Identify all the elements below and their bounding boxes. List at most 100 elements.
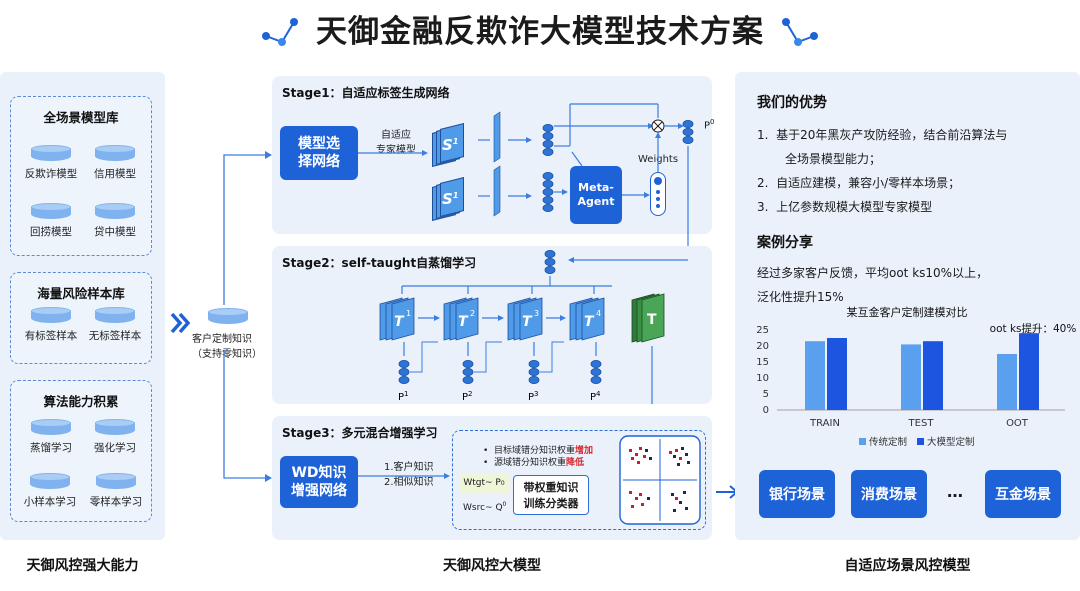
classifier-line: 训练分类器 — [523, 497, 579, 510]
bar-train-2 — [827, 338, 847, 410]
knowledge-item: 1.客户知识 — [384, 462, 434, 473]
customer-knowledge-line1: 客户定制知识 — [192, 334, 252, 345]
meta-agent-box[interactable]: Meta- Agent — [570, 166, 622, 224]
right-caption: 自适应场景风控模型 — [844, 558, 971, 574]
teacher-blocks: T 1 T 2 T 3 T 4 T — [379, 293, 665, 343]
teacher-label-1: T — [394, 314, 405, 330]
knowledge-connector — [223, 151, 272, 482]
bar-oot-1 — [997, 354, 1017, 410]
legend-swatch — [859, 438, 866, 445]
customer-knowledge-line2: （支持零知识） — [192, 349, 262, 360]
more-scenes-ellipsis: … — [947, 482, 963, 501]
p0-label: P0 — [704, 118, 715, 132]
distribution-scatter — [619, 435, 701, 525]
database-icon — [31, 203, 71, 221]
db-label: 有标签样本 — [24, 330, 78, 342]
x-tick-label: OOT — [1006, 418, 1029, 429]
p4-label: P4 — [590, 390, 601, 403]
button-line: 增强网络 — [291, 483, 347, 499]
scene-internet-finance-button[interactable]: 互金场景 — [985, 470, 1061, 518]
scene-consumer-button[interactable]: 消费场景 — [851, 470, 927, 518]
student-model-block: S1 — [432, 123, 466, 168]
classifier-line: 带权重知识 — [523, 481, 579, 494]
y-tick-label: 0 — [763, 405, 769, 416]
database-icon — [31, 145, 71, 163]
database-icon — [31, 307, 71, 325]
y-tick-label: 10 — [756, 373, 769, 384]
teacher-label-4: T — [584, 314, 595, 330]
legend-swatch — [917, 438, 924, 445]
stage3-panel: Stage3：多元混合增强学习 WD知识 增强网络 1.客户知识 2.相似知识 … — [272, 416, 712, 540]
student-model-block: S1 — [432, 177, 466, 222]
stage1-title: Stage1：自适应标签生成网络 — [282, 86, 450, 100]
database-icon — [95, 419, 135, 437]
case-title: 案例分享 — [757, 235, 813, 251]
db-label: 零样本学习 — [89, 496, 143, 508]
adaptive-expert-label: 自适应 专家模型 — [376, 126, 416, 156]
group-title: 海量风险样本库 — [37, 286, 125, 301]
chart-annotation: oot ks提升：40% — [990, 323, 1077, 335]
network-icon-right — [782, 17, 818, 46]
scene-bank-button[interactable]: 银行场景 — [759, 470, 835, 518]
customer-knowledge: 客户定制知识 （支持零知识） — [192, 308, 286, 360]
y-tick-label: 5 — [763, 389, 769, 400]
middle-caption: 天御风控大模型 — [443, 558, 541, 574]
stage2-title: Stage2：self-taught自蒸馏学习 — [282, 256, 477, 270]
bullet-source: • 源域错分知识权重降低 — [483, 458, 585, 468]
weighted-classifier-box[interactable]: 带权重知识 训练分类器 — [513, 475, 589, 515]
teacher-label-2: T — [458, 314, 469, 330]
stage3-title: Stage3：多元混合增强学习 — [282, 426, 438, 440]
db-item: 零样本学习 — [83, 473, 149, 509]
bar-train-1 — [805, 341, 825, 410]
teacher-sup-3: 3 — [534, 309, 539, 318]
database-icon — [95, 145, 135, 163]
y-tick-label: 15 — [756, 357, 769, 368]
x-tick-label: TRAIN — [809, 418, 840, 429]
db-item: 反欺诈模型 — [21, 145, 81, 181]
risk-sample-library: 海量风险样本库 有标签样本 无标签样本 — [10, 272, 152, 364]
db-label: 反欺诈模型 — [24, 168, 78, 180]
advantages-title: 我们的优势 — [757, 95, 827, 111]
group-title: 算法能力积累 — [43, 394, 119, 409]
db-label: 小样本学习 — [23, 496, 77, 508]
db-label: 无标签样本 — [88, 330, 142, 342]
wd-knowledge-network-button[interactable]: WD知识 增强网络 — [280, 456, 358, 508]
advantage-panel: 我们的优势 1. 基于20年黑灰产攻防经验，结合前沿算法与 全场景模型能力； 2… — [735, 72, 1080, 540]
knowledge-item: 2.相似知识 — [384, 477, 434, 488]
page-title: 天御金融反欺诈大模型技术方案 — [0, 6, 1080, 52]
group-title: 全场景模型库 — [43, 110, 119, 125]
bullet-target: • 目标域错分知识权重增加 — [483, 446, 594, 456]
knowledge-list: 1.客户知识 2.相似知识 — [384, 460, 434, 490]
advantage-1-line1: 1. 基于20年黑灰产攻防经验，结合前沿算法与 — [757, 128, 1008, 142]
db-label: 强化学习 — [94, 442, 136, 454]
button-line: WD知识 — [291, 465, 347, 481]
network-icon-left — [262, 17, 298, 46]
legend-label: 传统定制 — [869, 436, 907, 448]
page-title-text: 天御金融反欺诈大模型技术方案 — [316, 14, 764, 50]
meta-agent-line: Agent — [577, 195, 615, 208]
stage1-panel: Stage1：自适应标签生成网络 模型选 择网络 自适应 专家模型 S1 S1 … — [272, 76, 715, 234]
model-selection-network-button[interactable]: 模型选 择网络 — [280, 126, 358, 180]
db-item: 蒸馏学习 — [21, 419, 81, 455]
advantage-3: 3. 上亿参数规模大模型专家模型 — [757, 200, 933, 214]
capability-panel: 全场景模型库 反欺诈模型 信用模型 回捞模型 贷中模型 海量风险样本库 有标签样… — [0, 72, 165, 540]
teacher-sup-2: 2 — [470, 309, 475, 318]
db-item: 贷中模型 — [85, 203, 145, 239]
label-line: 专家模型 — [376, 145, 416, 156]
db-item: 有标签样本 — [21, 307, 81, 343]
case-line2: 泛化性提升15% — [757, 290, 844, 304]
database-icon — [31, 419, 71, 437]
button-line: 模型选 — [298, 136, 340, 152]
meta-agent-line: Meta- — [578, 181, 614, 194]
left-caption: 天御风控强大能力 — [26, 558, 139, 574]
db-label: 贷中模型 — [94, 226, 136, 238]
advantage-2: 2. 自适应建模，兼容小/零样本场景； — [757, 176, 961, 190]
stage1-flow-lines — [358, 103, 694, 262]
db-item: 无标签样本 — [85, 307, 145, 343]
teacher-sup-4: 4 — [596, 309, 601, 318]
p3-label: P3 — [528, 390, 539, 403]
button-line: 择网络 — [298, 154, 340, 170]
scene-model-library: 全场景模型库 反欺诈模型 信用模型 回捞模型 贷中模型 — [10, 96, 152, 256]
db-label: 蒸馏学习 — [30, 442, 72, 454]
